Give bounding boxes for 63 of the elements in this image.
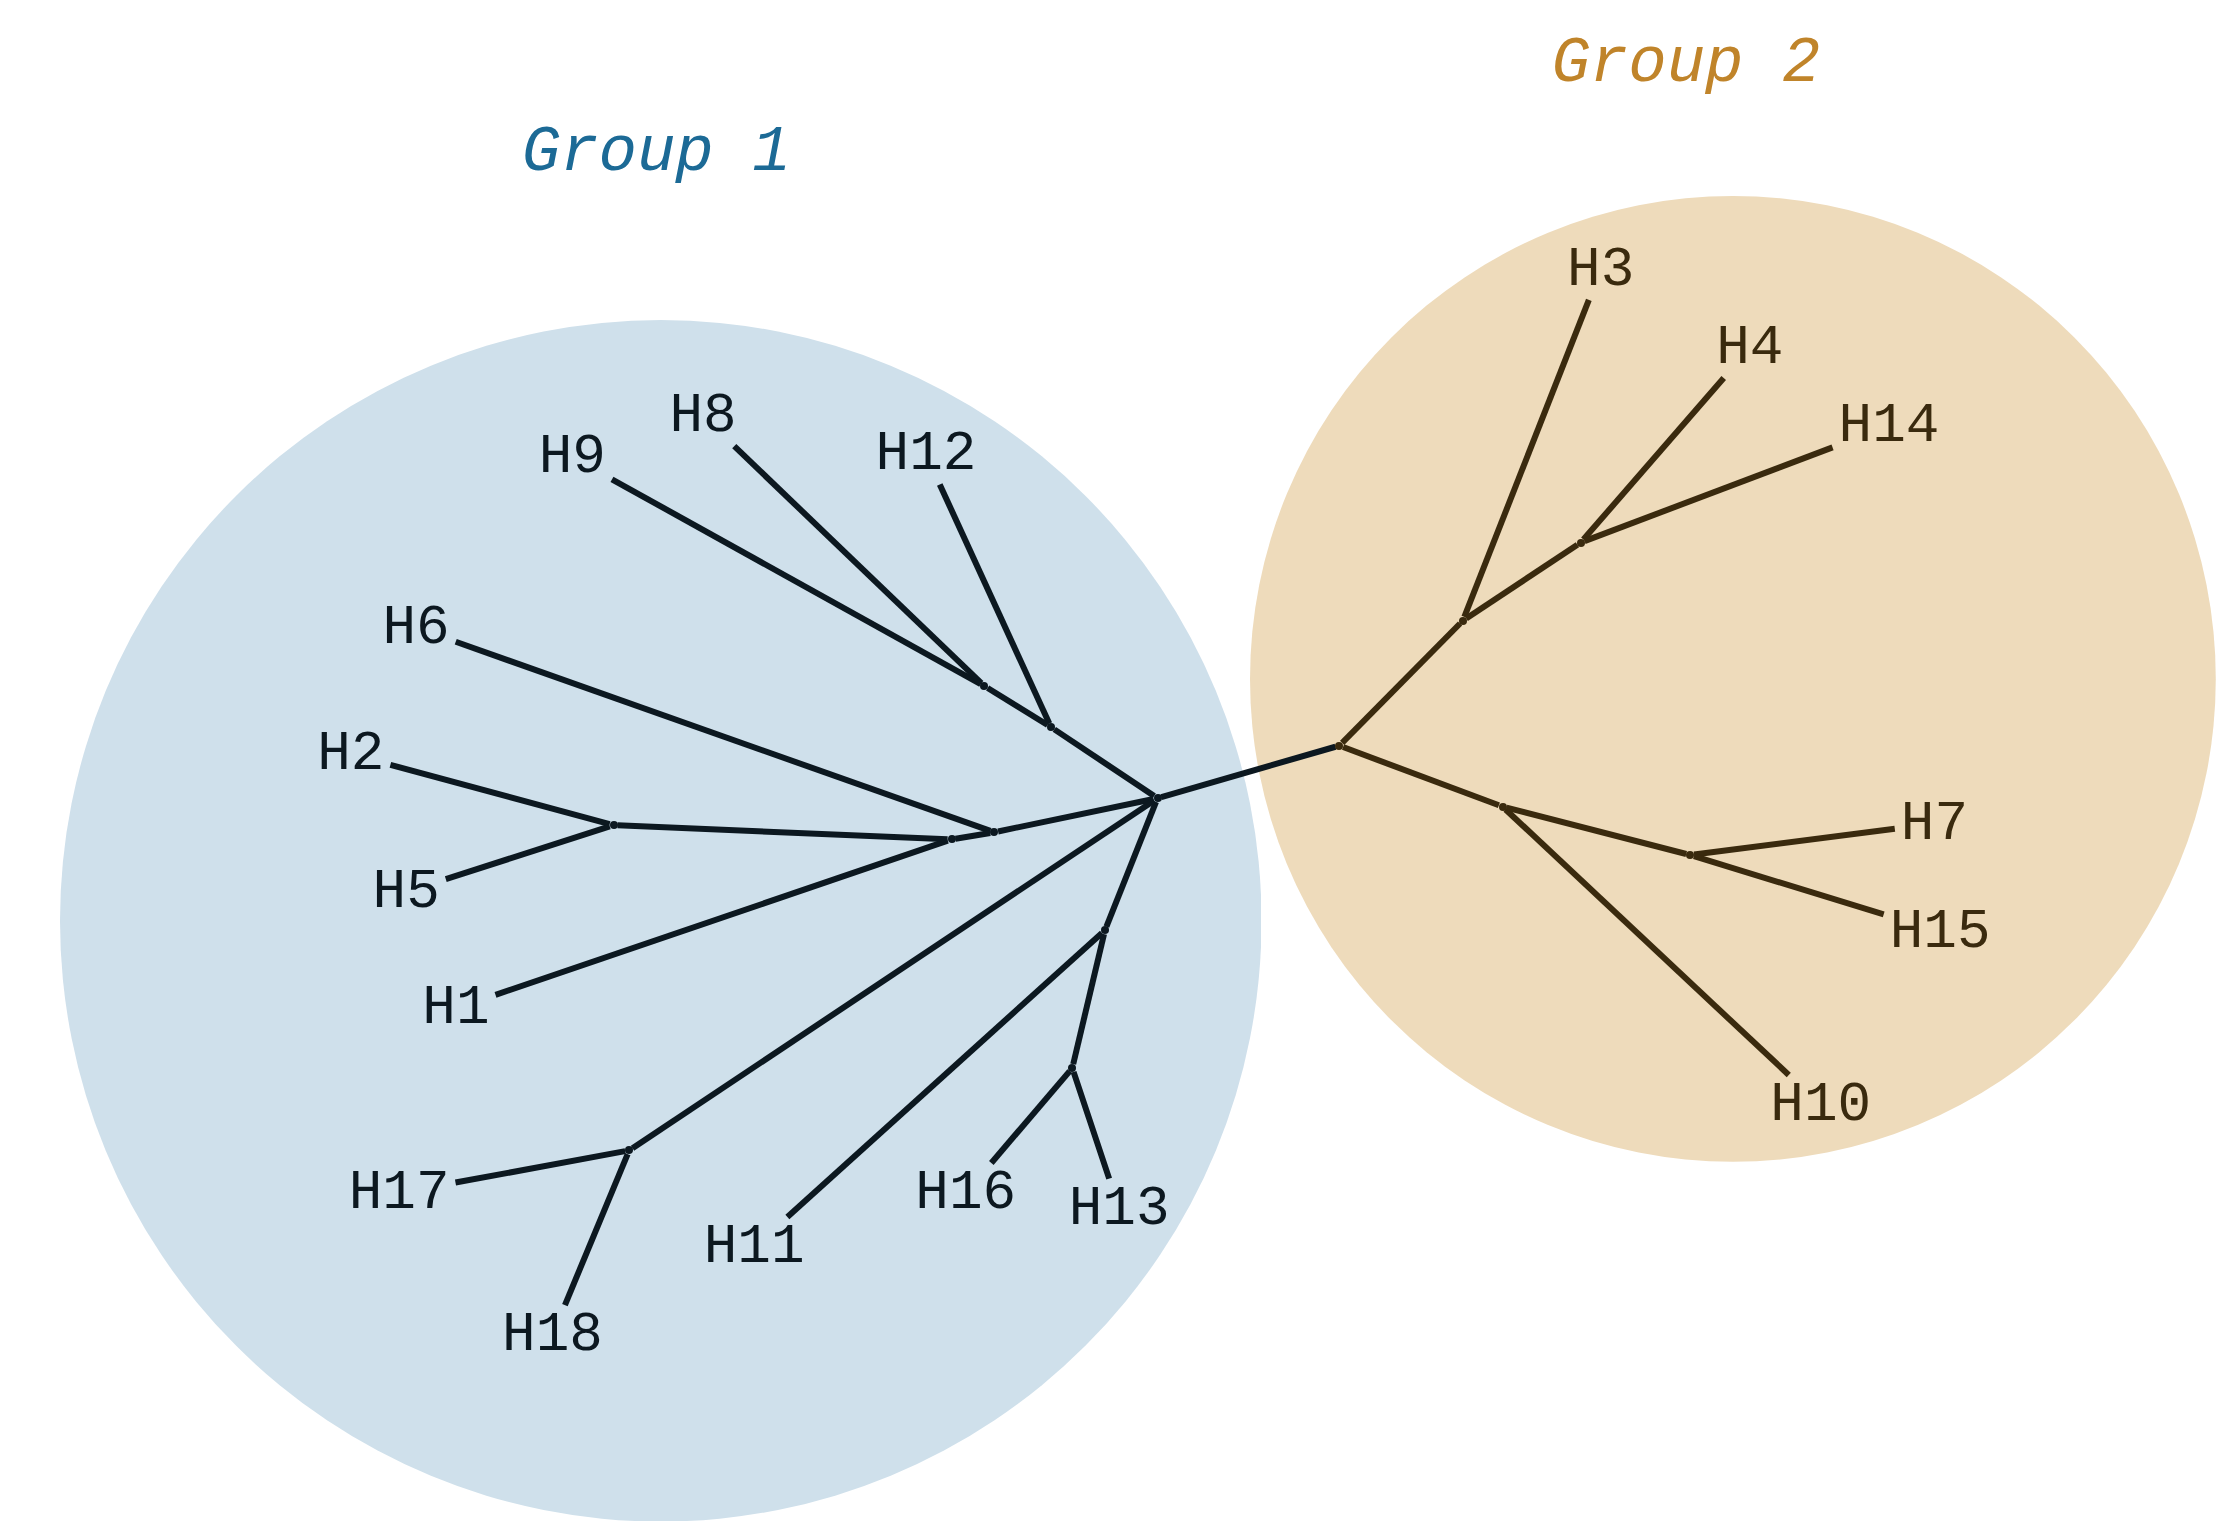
leaf-label: H15 xyxy=(1883,901,1997,962)
leaf-label: H13 xyxy=(1062,1178,1176,1239)
branch-point xyxy=(609,821,618,830)
group-title: Group 2 xyxy=(1551,27,1821,100)
branch-line xyxy=(1583,444,1834,544)
branch-line xyxy=(989,1069,1072,1165)
leaf-label: H2 xyxy=(311,724,391,785)
leaf-label: H3 xyxy=(1561,239,1641,300)
leaf-label: H9 xyxy=(532,427,612,488)
branch-line xyxy=(1070,1070,1112,1180)
leaf-label: H14 xyxy=(1832,396,1946,457)
leaf-label: H18 xyxy=(496,1305,609,1366)
branch-line xyxy=(610,476,983,687)
leaf-label: H5 xyxy=(366,861,446,922)
branch-line xyxy=(1160,743,1337,800)
branch-line xyxy=(1461,298,1592,619)
branch-line xyxy=(1693,825,1896,858)
branch-line xyxy=(937,483,1053,725)
branch-point xyxy=(947,835,956,844)
branch-point xyxy=(1100,926,1109,935)
leaf-label: H8 xyxy=(663,386,743,447)
branch-line xyxy=(1103,800,1159,928)
branch-point xyxy=(1068,1064,1077,1073)
branch-line xyxy=(955,829,991,842)
branch-point xyxy=(1498,802,1507,811)
branch-point xyxy=(1458,616,1467,625)
branch-line xyxy=(732,443,984,686)
branch-line xyxy=(389,761,611,827)
branch-line xyxy=(454,638,992,834)
leaf-label: H12 xyxy=(869,424,983,485)
branch-line xyxy=(562,1152,631,1307)
branch-point xyxy=(980,681,989,690)
branch-point xyxy=(1047,723,1055,732)
branch-point xyxy=(1686,851,1695,859)
branch-line xyxy=(444,823,611,882)
leaf-label: H4 xyxy=(1710,317,1790,378)
branch-line xyxy=(1693,853,1885,918)
leaf-label: H10 xyxy=(1764,1074,1878,1135)
branch-point xyxy=(1153,794,1162,803)
branch-line xyxy=(630,797,1156,1151)
branch-point xyxy=(1576,538,1585,547)
branch-line xyxy=(986,685,1050,728)
branch-line xyxy=(1340,621,1463,745)
leaf-label: H17 xyxy=(342,1163,456,1223)
branch-line xyxy=(617,822,948,843)
branch-line xyxy=(454,1148,626,1186)
branch-line xyxy=(1581,376,1726,542)
branch-line xyxy=(1342,744,1500,809)
branch-line xyxy=(785,930,1104,1220)
branch-line xyxy=(1505,804,1687,857)
leaf-label: H16 xyxy=(909,1163,1023,1223)
leaf-label: H11 xyxy=(697,1217,811,1277)
branch-line xyxy=(1464,542,1580,621)
branch-line xyxy=(1052,726,1156,799)
branch-line xyxy=(997,796,1155,835)
branch-point xyxy=(1335,741,1344,750)
branch-point xyxy=(990,828,999,837)
branch-line xyxy=(1070,933,1107,1065)
leaf-label: H1 xyxy=(416,978,496,1039)
branch-point xyxy=(625,1146,634,1155)
group-title: Group 1 xyxy=(521,117,791,190)
leaf-label: H6 xyxy=(376,597,456,658)
leaf-label: H7 xyxy=(1894,793,1974,854)
